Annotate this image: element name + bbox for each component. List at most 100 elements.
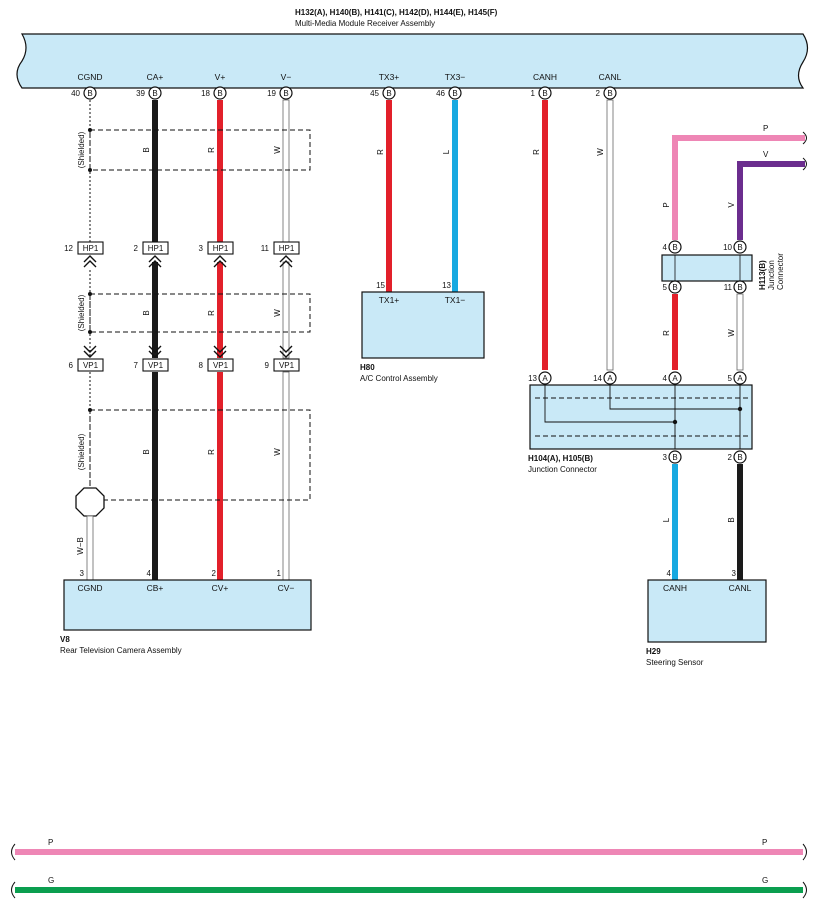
v8-pin-num: 1 bbox=[277, 569, 282, 578]
h104-name: Junction Connector bbox=[528, 465, 597, 474]
terminal-letter: B bbox=[217, 89, 222, 98]
main-pin-num: 46 bbox=[436, 89, 445, 98]
shield-box-1 bbox=[89, 129, 311, 171]
wire-label-p: P bbox=[762, 838, 767, 847]
h80-pin-num: 13 bbox=[442, 281, 451, 290]
h113-pin-num: 10 bbox=[723, 243, 732, 252]
wire-label-b: B bbox=[142, 147, 151, 152]
shield-box-2 bbox=[89, 293, 311, 333]
wire-wb bbox=[86, 515, 94, 581]
junction-dot bbox=[737, 406, 743, 412]
shielded-label-1: (Shielded) bbox=[77, 131, 86, 168]
pin-label-tx3-plus: TX3+ bbox=[379, 72, 400, 82]
h80-pin-num: 15 bbox=[376, 281, 385, 290]
h104-pin-num: 14 bbox=[593, 374, 602, 383]
h104-pin-num: 2 bbox=[728, 453, 733, 462]
wire-label-w: W bbox=[727, 329, 736, 337]
terminal-letter: B bbox=[672, 243, 677, 252]
v8-pin-num: 3 bbox=[80, 569, 85, 578]
h104-code: H104(A), H105(B) bbox=[528, 454, 593, 463]
v8-pin-label: CV− bbox=[278, 583, 295, 593]
hp1-label: HP1 bbox=[83, 244, 99, 253]
main-unit-name: Multi-Media Module Receiver Assembly bbox=[295, 19, 435, 28]
wire-label-v: V bbox=[763, 150, 769, 159]
hp1-chevrons bbox=[83, 255, 293, 268]
v8-pin-label: CB+ bbox=[147, 583, 164, 593]
terminal-letter: A bbox=[542, 374, 548, 383]
wire-label-w: W bbox=[273, 146, 282, 154]
main-unit-codes: H132(A), H140(B), H141(C), H142(D), H144… bbox=[295, 8, 498, 17]
vp1-chevrons bbox=[83, 345, 293, 358]
wire-label-r: R bbox=[376, 149, 385, 155]
wire-label-r: R bbox=[662, 330, 671, 336]
h104-pin-num: 3 bbox=[663, 453, 668, 462]
main-pin-num: 39 bbox=[136, 89, 145, 98]
wire-w-white bbox=[736, 293, 744, 371]
wire-break-marks bbox=[802, 131, 807, 171]
h29-name: Steering Sensor bbox=[646, 658, 704, 667]
wire-label-w: W bbox=[273, 448, 282, 456]
junction-dot bbox=[672, 419, 678, 425]
v8-pin-num: 2 bbox=[212, 569, 217, 578]
h29-pin-num: 4 bbox=[667, 569, 672, 578]
h113-pin-num: 4 bbox=[663, 243, 668, 252]
h29-pin-label: CANH bbox=[663, 583, 687, 593]
wire-canl-white bbox=[606, 99, 614, 371]
vp1-label: VP1 bbox=[83, 361, 99, 370]
wire-p-pink bbox=[672, 135, 805, 240]
hp1-pin-num: 2 bbox=[134, 244, 139, 253]
pin-label-v-minus: V− bbox=[281, 72, 292, 82]
wire-label-p: P bbox=[48, 838, 53, 847]
h80-name: A/C Control Assembly bbox=[360, 374, 438, 383]
wire-label-g: G bbox=[762, 876, 768, 885]
h104-terminals bbox=[538, 371, 747, 464]
v8-name: Rear Television Camera Assembly bbox=[60, 646, 182, 655]
wire-label-b: B bbox=[142, 449, 151, 454]
wire-break-mark bbox=[802, 843, 807, 861]
wire-label-b: B bbox=[727, 517, 736, 522]
wire-v-minus-white bbox=[282, 99, 290, 581]
wire-label-b: B bbox=[142, 310, 151, 315]
h104-pin-num: 13 bbox=[528, 374, 537, 383]
wire-label-g: G bbox=[48, 876, 54, 885]
hp1-label: HP1 bbox=[148, 244, 164, 253]
terminal-letter: B bbox=[672, 453, 677, 462]
h113-pin-num: 5 bbox=[663, 283, 668, 292]
wire-label-v: V bbox=[727, 202, 736, 208]
h29-pin-label: CANL bbox=[729, 583, 752, 593]
h113-name-2: Connector bbox=[776, 253, 785, 290]
vp1-connector-row bbox=[77, 358, 300, 372]
wire-label-l: L bbox=[442, 149, 451, 154]
terminal-letter: B bbox=[152, 89, 157, 98]
main-pin-num: 45 bbox=[370, 89, 379, 98]
v8-pin-num: 4 bbox=[147, 569, 152, 578]
wire-break-mark bbox=[11, 881, 16, 899]
shield-dot bbox=[88, 168, 92, 172]
shield-dot bbox=[88, 292, 92, 296]
terminal-letter: B bbox=[87, 89, 92, 98]
main-unit-terminals bbox=[83, 86, 617, 100]
main-pin-num: 18 bbox=[201, 89, 210, 98]
h80-code: H80 bbox=[360, 363, 375, 372]
h29-box bbox=[647, 579, 767, 643]
pin-label-v-plus: V+ bbox=[215, 72, 226, 82]
main-unit-box bbox=[16, 33, 809, 89]
h104-pin-num: 4 bbox=[663, 374, 668, 383]
pin-label-cgnd: CGND bbox=[77, 72, 102, 82]
wire-v-purple bbox=[737, 161, 805, 240]
vp1-pin-num: 8 bbox=[199, 361, 204, 370]
pin-label-tx3-minus: TX3− bbox=[445, 72, 466, 82]
hp1-pin-num: 12 bbox=[64, 244, 73, 253]
main-pin-num: 19 bbox=[267, 89, 276, 98]
pin-label-canh: CANH bbox=[533, 72, 557, 82]
terminal-letter: A bbox=[737, 374, 743, 383]
wire-label-l: L bbox=[662, 517, 671, 522]
wire-label-wb: W−B bbox=[76, 537, 85, 555]
main-pin-num: 2 bbox=[596, 89, 601, 98]
terminal-letter: B bbox=[737, 283, 742, 292]
h104-internal-wiring bbox=[535, 385, 748, 449]
h80-box bbox=[361, 291, 485, 359]
h113-name-1: Junction bbox=[767, 260, 776, 290]
terminal-letter: B bbox=[737, 453, 742, 462]
wire-label-r: R bbox=[207, 449, 216, 455]
